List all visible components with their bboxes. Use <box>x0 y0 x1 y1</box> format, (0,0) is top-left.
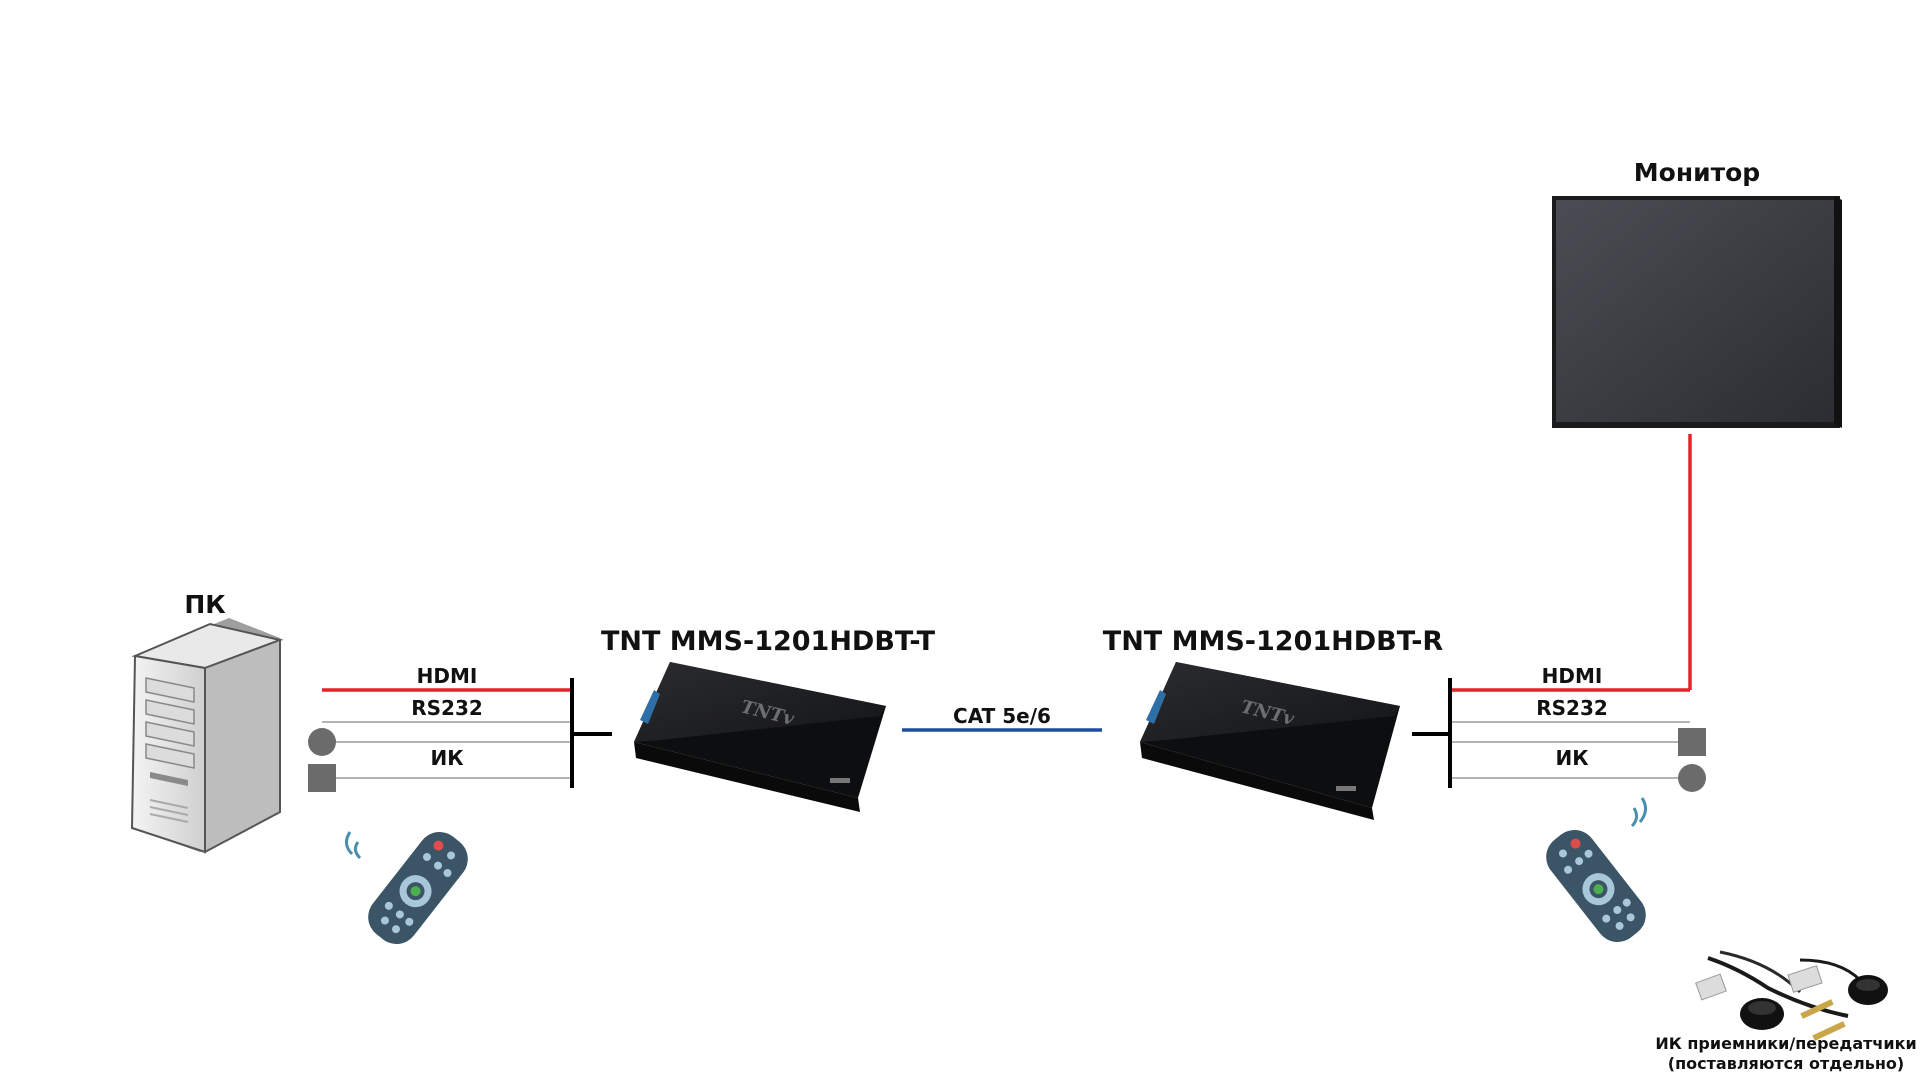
left-connections <box>308 678 612 792</box>
right-rs232-label: RS232 <box>1536 696 1608 720</box>
pc-tower-icon <box>130 618 284 854</box>
ir-note-line1: ИК приемники/передатчики <box>1655 1034 1917 1053</box>
left-hdmi-label: HDMI <box>416 664 478 688</box>
transmitter-device-icon: TNTv <box>634 662 886 812</box>
cable-label: CAT 5e/6 <box>953 704 1051 728</box>
right-connections <box>1412 434 1706 792</box>
right-ir-emitter-icon <box>1678 728 1706 756</box>
right-remote-icon <box>1546 797 1647 942</box>
left-ir-label: ИК <box>430 746 464 770</box>
ir-note: ИК приемники/передатчики (поставляются о… <box>1655 1034 1916 1074</box>
left-ir-receiver-icon <box>308 728 336 756</box>
left-ir-emitter-icon <box>308 764 336 792</box>
right-hdmi-label: HDMI <box>1541 664 1603 688</box>
ir-accessories-icon <box>1695 950 1888 1041</box>
left-rs232-label: RS232 <box>411 696 483 720</box>
monitor-label: Монитор <box>1633 158 1761 187</box>
right-ir-label: ИК <box>1555 746 1589 770</box>
receiver-label: TNT MMS-1201HDBT-R <box>1102 626 1444 657</box>
monitor-icon <box>1552 196 1842 428</box>
transmitter-label: TNT MMS-1201HDBT-T <box>600 626 936 657</box>
pc-label: ПК <box>184 590 226 619</box>
right-ir-receiver-icon <box>1678 764 1706 792</box>
ir-note-line2: (поставляются отдельно) <box>1667 1054 1905 1073</box>
left-remote-icon <box>345 831 468 944</box>
receiver-device-icon: TNTv <box>1140 662 1400 820</box>
